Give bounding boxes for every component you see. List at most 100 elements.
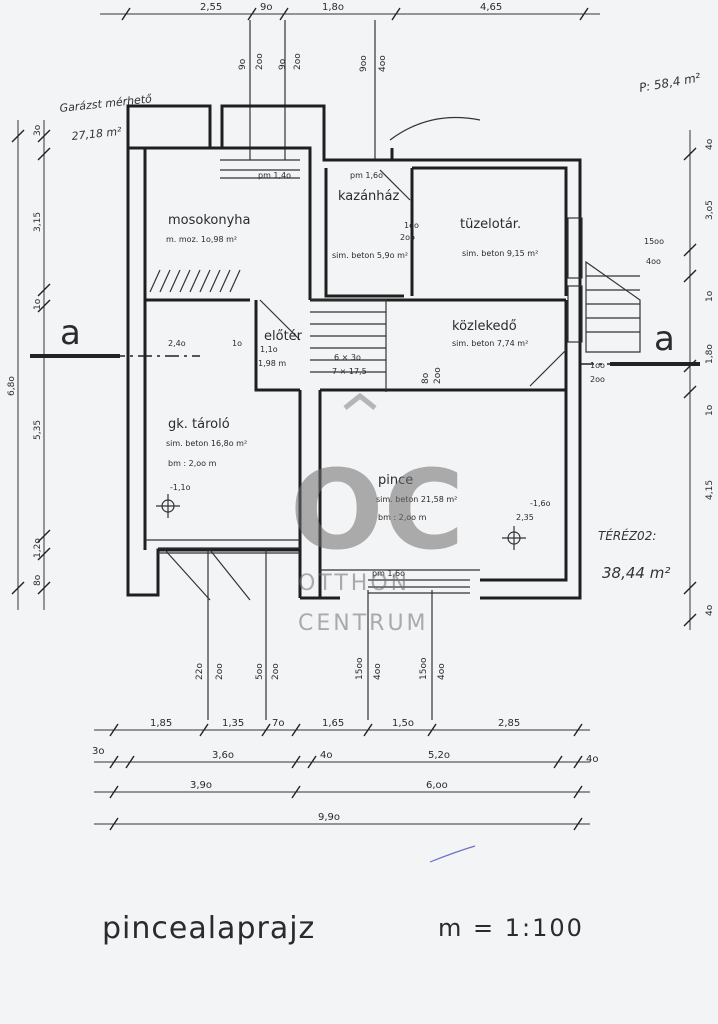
note-right-2: 38,44 m²: [602, 564, 670, 582]
top-vertical-labels: 9o 2oo 9o 2oo 9oo 4oo: [238, 53, 388, 72]
label-stair-2: 7 × 17,5: [332, 367, 367, 376]
note-top-left-2: 27,18 m²: [71, 125, 123, 143]
label-eloter-2: 1,1o: [260, 345, 278, 354]
bottom-r1-1: 1,85: [150, 718, 172, 729]
room-sub-mosokonyha: m. moz. 1o,98 m²: [166, 235, 237, 244]
room-tuzelotar: tüzelotár. sim. beton 9,15 m²: [460, 217, 538, 258]
opening-label-8: 4oo: [437, 663, 447, 680]
top-dim-1: 2,55: [200, 2, 222, 13]
label-door-200-b: 2oo: [433, 367, 443, 384]
label-dim-24: 2,4o: [168, 339, 186, 348]
top-vlabel-3: 9o: [278, 58, 288, 70]
room-sub2-gk-tarolo: bm : 2,oo m: [168, 459, 217, 468]
top-vlabel-1: 9o: [238, 58, 248, 70]
bottom-r3-1: 3,9o: [190, 780, 212, 791]
label-kozl-100: 1oo: [590, 361, 605, 370]
inner-labels: pm 1,4o pm 1,6o 1oo 2oo 15oo 4oo 1oo 2oo…: [168, 171, 664, 578]
label-pm-top: pm 1,4o: [258, 171, 291, 180]
room-sub-gk-tarolo: sim. beton 16,8o m²: [166, 439, 247, 448]
label-level-left: -1,1o: [170, 483, 191, 492]
otthon-centrum-watermark: OC OTTHON CENTRUM: [290, 392, 464, 636]
bottom-r2-2: 3,6o: [212, 750, 234, 761]
left-dim-10: 1o: [33, 298, 43, 310]
room-gk-tarolo: gk. tároló sim. beton 16,8o m² bm : 2,oo…: [166, 417, 247, 468]
bottom-r4-1: 9,9o: [318, 812, 340, 823]
opening-label-3: 5oo: [255, 663, 265, 680]
room-name-kazanhaz: kazánház: [338, 189, 400, 204]
top-dim-3: 1,8o: [322, 2, 344, 13]
watermark-line1: OTTHON: [298, 571, 410, 596]
room-name-tuzelotar: tüzelotár.: [460, 217, 521, 232]
top-vlabel-2: 2oo: [255, 53, 265, 70]
plan-scale: m = 1:100: [438, 914, 584, 942]
note-right: TÉRÉZ02:: [598, 528, 656, 543]
left-dim-30: 3o: [33, 124, 43, 136]
right-dim-305: 3,o5: [705, 200, 715, 220]
inner-walls: [145, 117, 641, 601]
right-dimension-chain: 4o 3,o5 1o 1,8o 1o 4,15 4o: [683, 130, 715, 630]
left-dim-535: 5,35: [33, 420, 43, 440]
right-dim-415: 4,15: [705, 480, 715, 500]
label-pm-pince: pm 1,6o: [372, 569, 405, 578]
opening-label-2: 2oo: [215, 663, 225, 680]
room-sub2-pince: bm : 2,oo m: [378, 513, 427, 522]
level-markers: [156, 494, 526, 550]
room-name-pince: pince: [378, 473, 413, 488]
label-kozl-200: 2oo: [590, 375, 605, 384]
opening-label-7: 15oo: [419, 657, 429, 680]
room-name-eloter: előtér: [264, 329, 303, 344]
right-dim-10b: 1o: [705, 404, 715, 416]
bottom-r2-3: 4o: [320, 750, 332, 761]
bottom-r3-2: 6,oo: [426, 780, 448, 791]
opening-lines: 22o 2oo 5oo 2oo 15oo 4oo 15oo 4oo: [195, 550, 447, 720]
right-dim-40b: 4o: [705, 604, 715, 616]
note-top-left: Garázst mérhető: [59, 92, 153, 115]
section-mark-right: a: [654, 319, 675, 359]
label-win-400: 4oo: [646, 257, 661, 266]
left-dim-120: 1,2o: [33, 538, 43, 558]
left-dim-80: 8o: [33, 574, 43, 586]
room-sub-tuzelotar: sim. beton 9,15 m²: [462, 249, 538, 258]
section-line-a: a a: [30, 313, 700, 366]
left-dim-680: 6,8o: [7, 376, 17, 396]
right-dim-10a: 1o: [705, 290, 715, 302]
label-door-100: 1oo: [404, 221, 419, 230]
room-name-kozlekedo: közlekedő: [452, 319, 517, 334]
bottom-r1-2: 1,35: [222, 718, 244, 729]
label-dim-10: 1o: [232, 339, 242, 348]
note-top-right: P: 58,4 m²: [638, 70, 702, 95]
room-kazanhaz: kazánház sim. beton 5,9o m²: [332, 189, 408, 260]
right-dim-180: 1,8o: [705, 344, 715, 364]
top-dim-4: 4,65: [480, 2, 502, 13]
label-eloter-1: 1,98 m: [258, 359, 286, 368]
label-pm-kazan: pm 1,6o: [350, 171, 383, 180]
bottom-r2-4: 5,2o: [428, 750, 450, 761]
label-door-80: 8o: [421, 372, 431, 384]
bottom-r1-3: 7o: [272, 718, 284, 729]
label-level-right-2: 2,35: [516, 513, 534, 522]
left-dim-315: 3,15: [33, 212, 43, 232]
bottom-r1-6: 2,85: [498, 718, 520, 729]
room-pince: pince sim. beton 21,58 m² bm : 2,oo m: [376, 473, 457, 522]
opening-label-4: 2oo: [271, 663, 281, 680]
room-sub-kozlekedo: sim. beton 7,74 m²: [452, 339, 528, 348]
room-eloter: előtér: [264, 329, 303, 344]
bottom-r2-5: 4o: [586, 754, 598, 765]
top-dimension-chain: 2,55 9o 1,8o 4,65: [100, 2, 600, 160]
label-level-right-1: -1,6o: [530, 499, 551, 508]
watermark-line2: CENTRUM: [298, 611, 429, 636]
room-mosokonyha: mosokonyha m. moz. 1o,98 m²: [166, 213, 251, 244]
bottom-dimension-row-1: 1,85 1,35 7o 1,65 1,5o 2,85: [94, 718, 590, 737]
top-vlabel-4: 2oo: [293, 53, 303, 70]
plan-title: pincealaprajz: [102, 911, 315, 946]
room-sub-pince: sim. beton 21,58 m²: [376, 495, 457, 504]
bottom-r1-5: 1,5o: [392, 718, 414, 729]
bottom-r1-4: 1,65: [322, 718, 344, 729]
label-win-1500: 15oo: [644, 237, 664, 246]
room-name-gk-tarolo: gk. tároló: [168, 417, 230, 432]
opening-label-6: 4oo: [373, 663, 383, 680]
drawing-title: pincealaprajz m = 1:100: [102, 911, 584, 946]
bottom-dimension-row-4: 9,9o: [94, 812, 590, 831]
label-door-200: 2oo: [400, 233, 415, 242]
